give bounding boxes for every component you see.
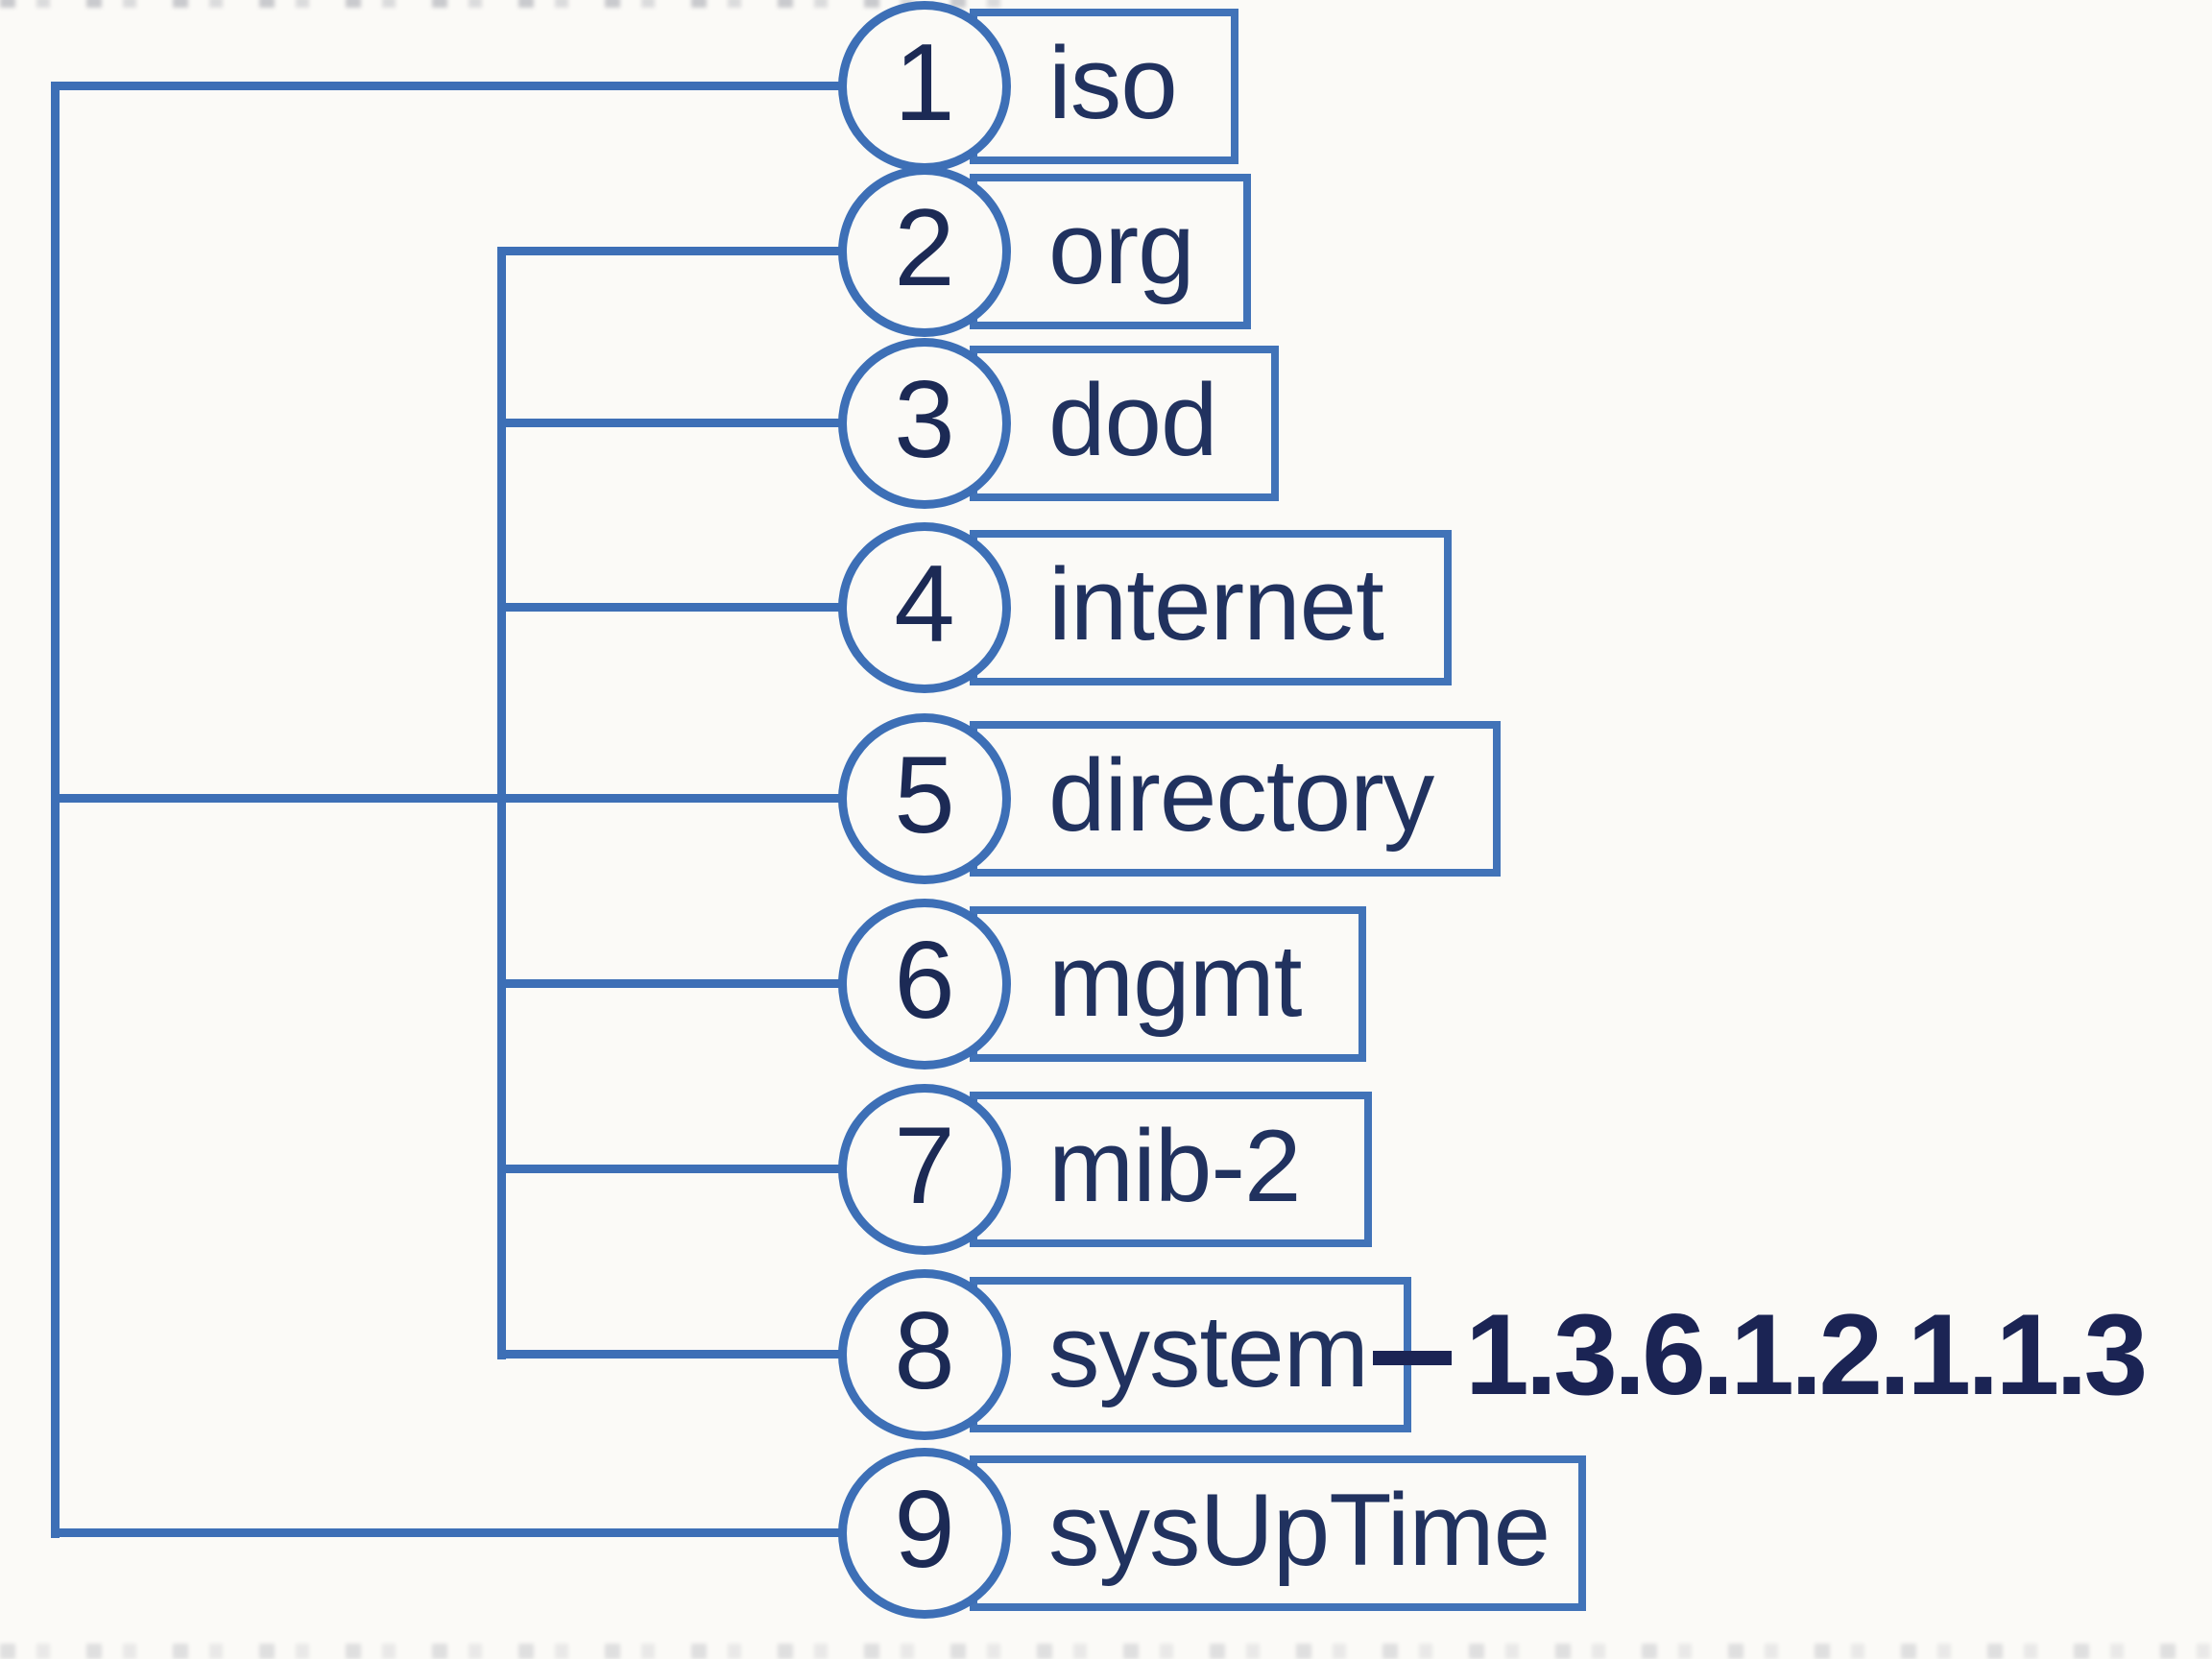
node-number: 6: [894, 920, 955, 1042]
node-number: 8: [894, 1290, 955, 1412]
node-box-system: system: [970, 1277, 1411, 1432]
node-label: directory: [1048, 736, 1434, 853]
node-circle-iso: 1: [838, 1, 1011, 172]
connector-line-system: [501, 1350, 925, 1358]
node-box-org: org: [970, 174, 1251, 329]
connector-line-directory: [55, 794, 925, 803]
connector-line-internet: [501, 603, 925, 612]
node-circle-internet: 4: [838, 522, 1011, 693]
node-label: iso: [1048, 24, 1178, 140]
node-number: 1: [894, 22, 955, 144]
node-box-sysUpTime: sysUpTime: [970, 1455, 1586, 1611]
oid-dash: [1373, 1350, 1452, 1365]
oid-annotation: 1.3.6.1.2.1.1.3: [1373, 1283, 2148, 1432]
connector-line-dod: [501, 419, 925, 427]
trunk-line-left: [51, 82, 60, 1538]
node-box-mib-2: mib-2: [970, 1092, 1372, 1247]
node-label: mib-2: [1048, 1107, 1302, 1223]
node-circle-mgmt: 6: [838, 899, 1011, 1070]
node-circle-directory: 5: [838, 713, 1011, 884]
node-number: 7: [894, 1105, 955, 1227]
node-label: mgmt: [1048, 922, 1302, 1038]
node-number: 2: [894, 187, 955, 309]
node-label: org: [1048, 189, 1195, 305]
connector-line-mib-2: [501, 1165, 925, 1173]
node-number: 5: [894, 734, 955, 856]
node-label: sysUpTime: [1048, 1471, 1551, 1587]
node-number: 3: [894, 359, 955, 481]
node-circle-org: 2: [838, 166, 1011, 337]
trunk-line-inner: [497, 247, 506, 1359]
node-label: system: [1048, 1292, 1369, 1408]
connector-line-org: [501, 247, 925, 255]
node-label: dod: [1048, 361, 1218, 477]
node-circle-mib-2: 7: [838, 1084, 1011, 1255]
node-box-iso: iso: [970, 9, 1238, 164]
node-box-mgmt: mgmt: [970, 906, 1366, 1062]
bottom-edge-artifact: [0, 1644, 2212, 1659]
connector-line-iso: [55, 82, 925, 90]
node-number: 4: [894, 543, 955, 665]
connector-line-mgmt: [501, 979, 925, 988]
node-circle-dod: 3: [838, 338, 1011, 509]
node-box-dod: dod: [970, 346, 1279, 501]
top-edge-artifact: [0, 0, 1037, 8]
node-circle-system: 8: [838, 1269, 1011, 1440]
node-box-directory: directory: [970, 721, 1501, 877]
node-label: internet: [1048, 545, 1384, 661]
oid-value: 1.3.6.1.2.1.1.3: [1465, 1290, 2148, 1419]
node-circle-sysUpTime: 9: [838, 1448, 1011, 1619]
node-number: 9: [894, 1469, 955, 1591]
node-box-internet: internet: [970, 530, 1452, 685]
connector-line-sysUpTime: [55, 1528, 925, 1537]
